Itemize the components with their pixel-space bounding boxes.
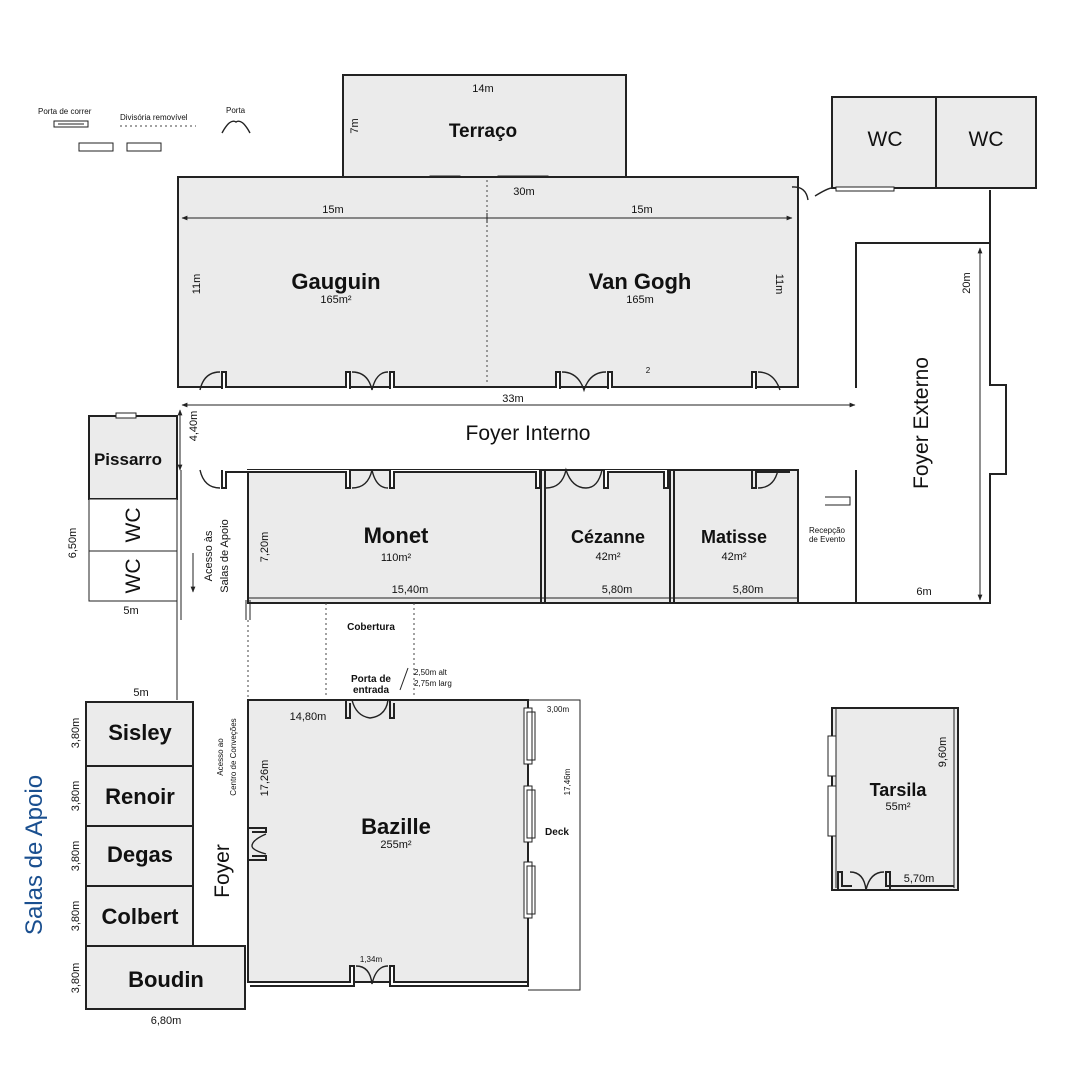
monet-width: 15,40m <box>392 584 429 596</box>
renoir-height: 3,80m <box>70 781 82 812</box>
monet-depth: 7,20m <box>259 532 271 563</box>
degas-name: Degas <box>107 842 173 867</box>
deck-sliding-doors <box>523 707 536 919</box>
vangogh-width: 15m <box>631 204 652 216</box>
boudin-room <box>85 945 246 1010</box>
legend-door-label: Porta <box>226 106 246 115</box>
foyer-externo-depth: 20m <box>961 272 973 293</box>
degas-room <box>85 825 194 887</box>
sliding-door-symbol <box>53 120 89 128</box>
pissarro-name: Pissarro <box>94 450 162 469</box>
legend: Porta de correr Divisória removível Port… <box>38 106 251 152</box>
porta-largura: 2,75m larg <box>414 679 452 688</box>
acesso-apoio-label-2: Salas de Apoio <box>219 519 231 592</box>
cezanne-area: 42m² <box>595 551 620 563</box>
terraco-name: Terraço <box>449 121 517 142</box>
monet-block-doors <box>199 467 790 489</box>
bazille-name: Bazille <box>361 814 431 839</box>
legend-sliding-door-label: Porta de correr <box>38 107 92 116</box>
sisley-height: 3,80m <box>70 718 82 749</box>
deck-label: Deck <box>545 827 569 838</box>
deck-width: 3,00m <box>547 705 570 714</box>
vangogh-name: Van Gogh <box>589 269 692 294</box>
cobertura-label: Cobertura <box>347 622 395 633</box>
matisse-name: Matisse <box>701 527 767 547</box>
gauguin-name: Gauguin <box>291 269 380 294</box>
matisse-area: 42m² <box>721 551 746 563</box>
bazille-depth: 17,26m <box>259 760 271 797</box>
gauguin-width: 15m <box>322 204 343 216</box>
tarsila-depth: 9,60m <box>937 737 949 768</box>
pissarro-room <box>88 415 178 500</box>
reception-desk <box>825 496 851 506</box>
foyer-externo-walls <box>855 190 991 388</box>
tarsila-room <box>831 707 959 891</box>
sisley-name: Sisley <box>108 720 172 745</box>
gauguin-vangogh-hall <box>177 176 799 388</box>
total-width-30m: 30m <box>513 186 534 198</box>
gauguin-vangogh-doors <box>199 371 781 393</box>
side-block-width: 5m <box>123 605 138 617</box>
salas-apoio-title: Salas de Apoio <box>21 775 48 935</box>
foyer-interno-label: Foyer Interno <box>466 422 591 445</box>
foyer-interno-depth: 4,40m <box>188 411 200 442</box>
tarsila-name: Tarsila <box>870 780 928 800</box>
matisse-width: 5,80m <box>733 584 764 596</box>
porta-entrada-label-1: Porta de <box>351 674 391 685</box>
boudin-name: Boudin <box>128 967 204 992</box>
foyer-label: Foyer <box>211 844 234 898</box>
gauguin-area: 165m² <box>320 294 352 306</box>
monet-cezanne-matisse-block <box>247 469 799 604</box>
apoio-width-bottom: 6,80m <box>151 1015 182 1027</box>
bazille-width: 14,80m <box>290 711 327 723</box>
tarsila-doors <box>827 735 954 891</box>
recepcao-label-1: Recepção <box>809 526 846 535</box>
boudin-height: 3,80m <box>70 963 82 994</box>
wc-side-2-room <box>88 550 178 602</box>
terraco-room <box>342 74 627 178</box>
acesso-centro-label-2: Centro de Conveções <box>229 718 238 795</box>
apoio-width-top: 5m <box>133 687 148 699</box>
deck-outline <box>528 699 581 991</box>
deck-depth: 17,46m <box>563 768 572 795</box>
porta-altura: 2,50m alt <box>414 668 448 677</box>
wc-top-1: WC <box>868 128 903 151</box>
bazille-doors <box>248 699 529 987</box>
monet-name: Monet <box>364 523 429 548</box>
wc-side-2: WC <box>122 559 145 594</box>
tarsila-area: 55m² <box>885 801 910 813</box>
tarsila-width: 5,70m <box>904 873 935 885</box>
bazille-area: 255m² <box>380 839 412 851</box>
side-block-height: 6,50m <box>67 528 79 559</box>
terraco-width: 14m <box>472 83 493 95</box>
monet-area: 110m² <box>381 552 412 564</box>
recepcao-label-2: de Evento <box>809 535 846 544</box>
colbert-height: 3,80m <box>70 901 82 932</box>
vangogh-area: 165m <box>626 294 654 306</box>
porta-entrada-label-2: entrada <box>353 685 390 696</box>
cezanne-name: Cézanne <box>571 527 645 547</box>
foyer-externo-label: Foyer Externo <box>910 357 933 489</box>
foyer-width-33m: 33m <box>502 393 523 405</box>
acesso-apoio-label-1: Acesso às <box>203 530 215 581</box>
foyer-externo-width: 6m <box>916 586 931 598</box>
bazille-door-width: 1,34m <box>360 955 383 964</box>
degas-height: 3,80m <box>70 841 82 872</box>
terraco-depth: 7m <box>349 118 361 133</box>
door-symbol <box>221 120 251 134</box>
vangogh-mark: 2 <box>646 366 651 375</box>
colbert-name: Colbert <box>102 904 180 929</box>
wc-top-2: WC <box>969 128 1004 151</box>
acesso-centro-label-1: Acesso ao <box>216 738 225 776</box>
sisley-room <box>85 701 194 767</box>
legend-partition-label: Divisória removível <box>120 113 188 122</box>
wc-side-1: WC <box>122 508 145 543</box>
renoir-room <box>85 765 194 827</box>
cezanne-width: 5,80m <box>602 584 633 596</box>
wc-top-block <box>831 96 1037 189</box>
gauguin-depth: 11m <box>191 274 203 295</box>
renoir-name: Renoir <box>105 784 175 809</box>
vangogh-depth: 11m <box>773 274 785 295</box>
